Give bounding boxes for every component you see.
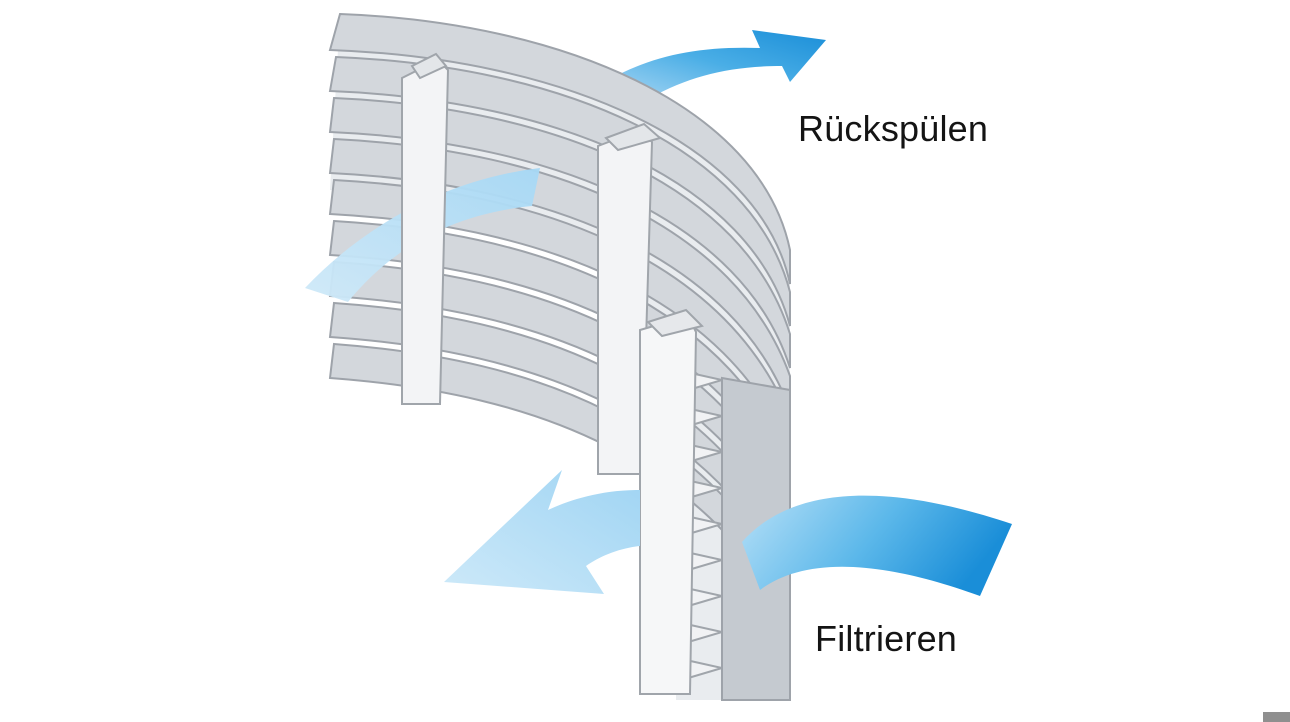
support-rod-left	[401, 52, 450, 405]
screen-ring-stack	[328, 12, 791, 701]
support-rod-front	[639, 308, 704, 695]
filtration-outflow-arrow	[444, 470, 640, 594]
filtration-label: Filtrieren	[815, 618, 958, 659]
filtration-inflow-arrow	[742, 495, 1012, 596]
backwash-arrow	[612, 30, 826, 98]
backwash-label: Rückspülen	[798, 108, 989, 149]
support-rod-middle	[597, 122, 663, 475]
corner-marker	[1263, 712, 1290, 722]
